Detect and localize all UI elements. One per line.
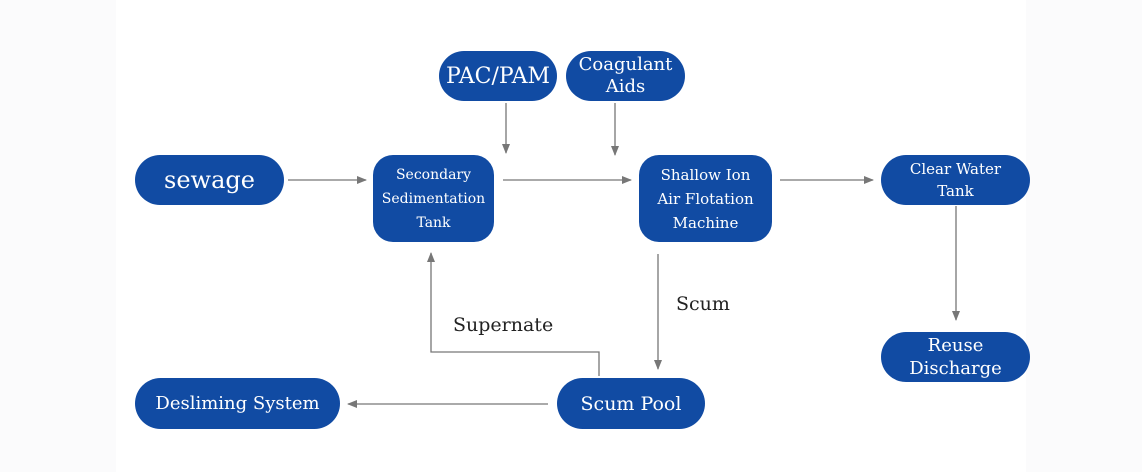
node-secondary-sedimentation-label: Secondary Sedimentation Tank <box>381 166 486 231</box>
node-coagulant-aids-label: Coagulant Aids <box>578 54 673 97</box>
arrow-scum-pool-to-sedimentation <box>427 252 600 376</box>
node-air-flotation-machine: Shallow Ion Air Flotation Machine <box>639 155 772 242</box>
node-scum-pool-label: Scum Pool <box>580 392 682 415</box>
node-air-flotation-label: Shallow Ion Air Flotation Machine <box>657 165 754 232</box>
node-desliming-system: Desliming System <box>135 378 340 429</box>
node-desliming-label: Desliming System <box>155 393 320 414</box>
node-coagulant-aids: Coagulant Aids <box>566 51 685 101</box>
node-pac-pam-label: PAC/PAM <box>445 63 551 89</box>
node-pac-pam: PAC/PAM <box>439 51 557 101</box>
left-margin <box>0 0 116 472</box>
node-clear-water-tank: Clear Water Tank <box>881 155 1030 205</box>
node-reuse-discharge-label: Reuse Discharge <box>909 335 1002 379</box>
node-clear-water-label: Clear Water Tank <box>909 160 1002 200</box>
node-sewage-label: sewage <box>164 166 255 194</box>
node-scum-pool: Scum Pool <box>557 378 705 429</box>
node-secondary-sedimentation-tank: Secondary Sedimentation Tank <box>373 155 494 242</box>
right-margin <box>1026 0 1142 472</box>
edge-label-supernate: Supernate <box>453 314 554 336</box>
node-sewage: sewage <box>135 155 284 205</box>
edge-label-scum: Scum <box>676 293 730 315</box>
node-reuse-discharge: Reuse Discharge <box>881 332 1030 382</box>
